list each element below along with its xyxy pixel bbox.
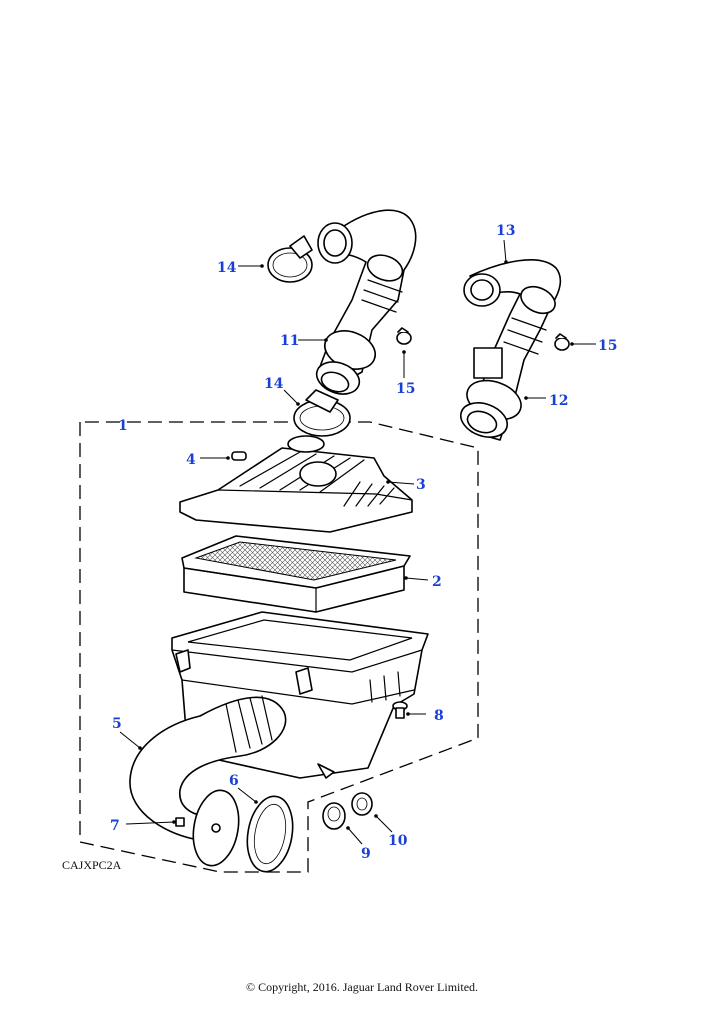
callout-15-right: 15 bbox=[598, 338, 617, 354]
hose-clamp-14-upper bbox=[267, 235, 313, 283]
hose-clamp-14-lower bbox=[293, 389, 351, 437]
air-cleaner-cover-3 bbox=[179, 435, 413, 533]
callout-8: 8 bbox=[434, 708, 444, 724]
leader-lines bbox=[119, 239, 596, 845]
grommet-9 bbox=[322, 802, 346, 830]
callout-14-upper: 14 bbox=[217, 260, 237, 276]
clip-15-right bbox=[554, 333, 570, 351]
callout-6: 6 bbox=[229, 773, 239, 789]
grommet-8 bbox=[392, 701, 408, 719]
callout-9: 9 bbox=[361, 846, 371, 862]
air-filter-element-2 bbox=[181, 535, 411, 613]
callout-13: 13 bbox=[496, 223, 515, 239]
screw-7 bbox=[175, 817, 185, 827]
callout-10: 10 bbox=[388, 833, 408, 849]
callout-12: 12 bbox=[549, 393, 568, 409]
copyright-notice: © Copyright, 2016. Jaguar Land Rover Lim… bbox=[245, 980, 479, 994]
callout-3: 3 bbox=[416, 477, 426, 493]
grommet-10 bbox=[351, 792, 373, 816]
drawing-code: CAJXPC2A bbox=[62, 858, 122, 872]
seal-6 bbox=[246, 795, 294, 873]
intake-duct-5 bbox=[129, 695, 287, 841]
callout-11: 11 bbox=[280, 333, 299, 349]
callout-4: 4 bbox=[186, 452, 196, 468]
callout-1: 1 bbox=[118, 418, 128, 434]
clip-15-left bbox=[396, 327, 412, 345]
intake-plate bbox=[192, 789, 240, 867]
callout-15-left: 15 bbox=[396, 381, 415, 397]
callout-14-lower: 14 bbox=[264, 376, 284, 392]
callout-2: 2 bbox=[432, 574, 442, 590]
pin-4 bbox=[231, 451, 247, 461]
assembly-boundary bbox=[79, 421, 479, 873]
air-intake-hose-12 bbox=[459, 259, 562, 441]
callout-7: 7 bbox=[110, 818, 120, 834]
air-intake-hose-11 bbox=[315, 209, 417, 395]
callout-5: 5 bbox=[112, 716, 122, 732]
